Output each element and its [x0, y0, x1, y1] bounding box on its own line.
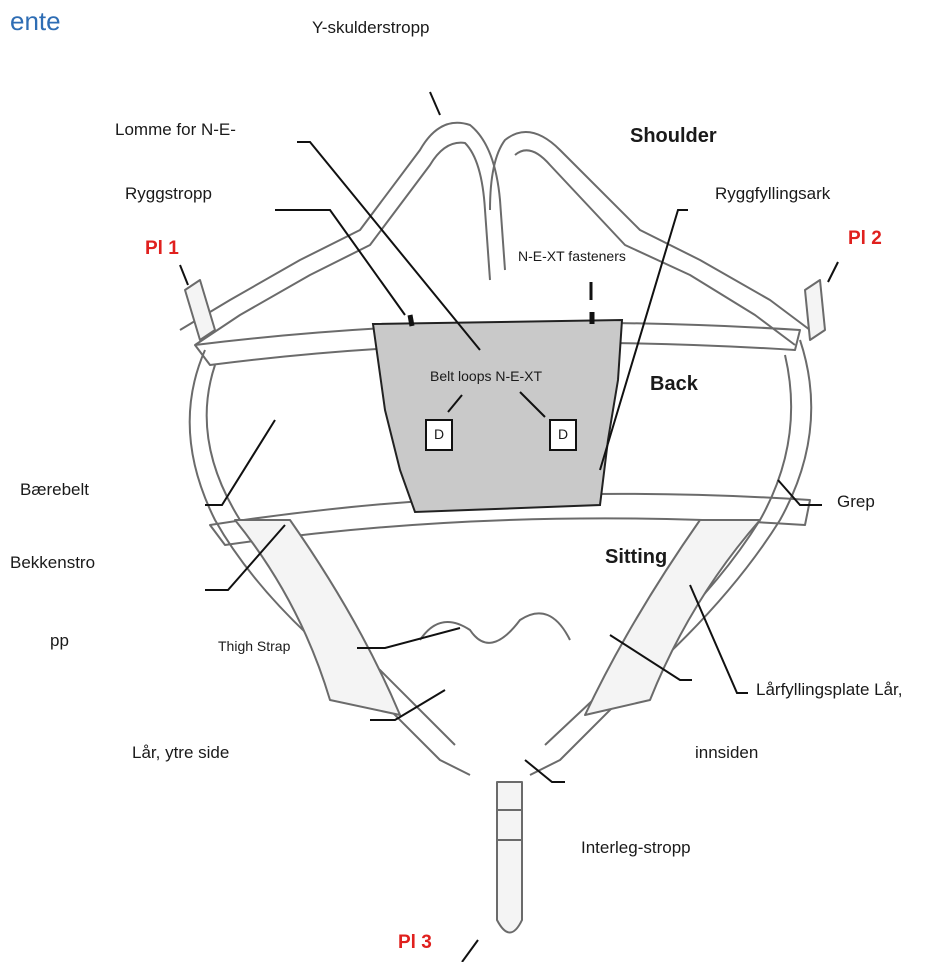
fastener-left [410, 315, 412, 326]
label-pelvic-a: Bekkenstro [10, 553, 95, 573]
label-y-shoulder-strap: Y-skulderstropp [312, 18, 430, 38]
diagram-sitting: Sitting [605, 546, 667, 569]
interleg-strap [497, 782, 522, 933]
pocket-panel [373, 320, 622, 512]
leader-pocket [297, 142, 480, 350]
leader-interleg [525, 760, 565, 782]
pl2-tab [805, 280, 825, 340]
header-partial-title: ente [10, 6, 61, 37]
pl1-tab [185, 280, 215, 340]
label-pelvic-b: pp [50, 631, 69, 651]
belt-loop-right-letter: D [558, 426, 568, 442]
leader-pl1 [180, 265, 188, 285]
label-pl1: Pl 1 [145, 238, 179, 260]
diagram-thigh-strap: Thigh Strap [218, 638, 290, 654]
leader-pl2 [828, 262, 838, 282]
diagram-fasteners: N-E-XT fasteners [518, 248, 626, 264]
leader-y-shoulder [430, 92, 440, 115]
label-back-strap: Ryggstropp [125, 184, 212, 204]
label-pl3: Pl 3 [398, 932, 432, 954]
diagram-shoulder: Shoulder [630, 125, 717, 148]
belt-loop-left-letter: D [434, 426, 444, 442]
diagram-belt-loops: Belt loops N-E-XT [430, 368, 542, 384]
label-back-filling: Ryggfyllingsark [715, 184, 830, 204]
leader-carry-belt [205, 420, 275, 505]
label-thigh-outer: Lår, ytre side [132, 743, 229, 763]
label-carry-belt: Bærebelt [20, 480, 89, 500]
diagram-back: Back [650, 373, 698, 396]
leader-grip [778, 480, 822, 505]
label-pocket: Lomme for N-E- [115, 120, 236, 140]
label-inside: innsiden [695, 743, 758, 763]
label-interleg: Interleg-stropp [581, 838, 691, 858]
leader-thigh-strap [357, 628, 460, 648]
left-leg-panel [235, 520, 400, 715]
label-thigh-filling: Lårfyllingsplate Lår, [756, 680, 902, 700]
label-pl2: Pl 2 [848, 228, 882, 250]
label-grip: Grep [837, 492, 875, 512]
leader-pl3 [462, 940, 478, 962]
